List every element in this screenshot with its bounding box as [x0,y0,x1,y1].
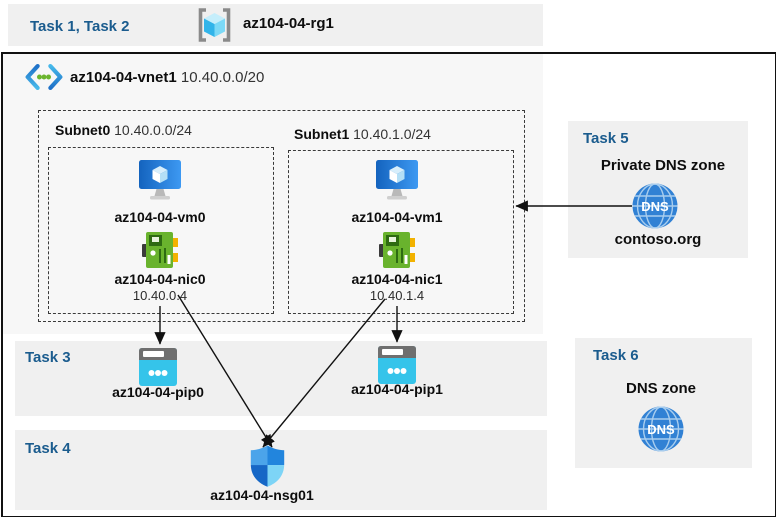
nic1-network-interface-icon [379,232,415,268]
pip1-name: az104-04-pip1 [351,381,443,397]
subnet1-dashed-box [288,150,514,314]
nic0-private-ip: 10.40.0.4 [132,288,188,303]
vm0-name: az104-04-vm0 [114,209,206,225]
resource-group-icon [198,8,231,42]
dns-icon-text: DNS [641,199,669,214]
nic1-name: az104-04-nic1 [351,271,443,287]
task3-panel [15,341,547,416]
task4-label: Task 4 [25,440,71,457]
dns-zone-icon: DNS [638,406,684,452]
task1-2-panel: Task 1, Task 2 [8,4,543,46]
private-dns-zone-title: Private DNS zone [600,157,726,174]
task1-2-label: Task 1, Task 2 [30,18,130,35]
vnet-cidr: 10.40.0.0/20 [180,69,265,86]
resource-group-name: az104-04-rg1 [243,15,334,32]
pip1-public-ip-icon [378,346,416,384]
pip0-public-ip-icon [139,348,177,386]
dns-zone-title: DNS zone [625,380,697,397]
task6-label: Task 6 [593,347,639,364]
subnet0-title: Subnet0 10.40.0.0/24 [55,122,192,138]
private-dns-zone-icon: DNS [632,183,678,229]
nic0-network-interface-icon [142,232,178,268]
task3-label: Task 3 [25,349,71,366]
task5-label: Task 5 [583,130,629,147]
subnet1-name: Subnet1 [294,126,350,142]
subnet0-dashed-box [48,147,274,314]
virtual-network-icon [25,64,63,90]
nic0-name: az104-04-nic0 [114,271,206,287]
nsg-shield-icon [250,445,285,487]
subnet1-title: Subnet1 10.40.1.0/24 [294,126,431,142]
vm1-name: az104-04-vm1 [351,209,443,225]
private-dns-zone-name: contoso.org [614,231,702,248]
nsg-name: az104-04-nsg01 [210,487,314,503]
subnet1-cidr: 10.40.1.0/24 [353,126,431,142]
nic1-private-ip: 10.40.1.4 [369,288,425,303]
vnet-title: az104-04-vnet1 10.40.0.0/20 [70,69,264,86]
dns-icon-text: DNS [647,422,675,437]
subnet0-name: Subnet0 [55,122,111,138]
pip0-name: az104-04-pip0 [112,384,204,400]
vm0-virtual-machine-icon [139,160,181,200]
vm1-virtual-machine-icon [376,160,418,200]
subnet0-cidr: 10.40.0.0/24 [114,122,192,138]
vnet-name: az104-04-vnet1 [70,69,177,86]
